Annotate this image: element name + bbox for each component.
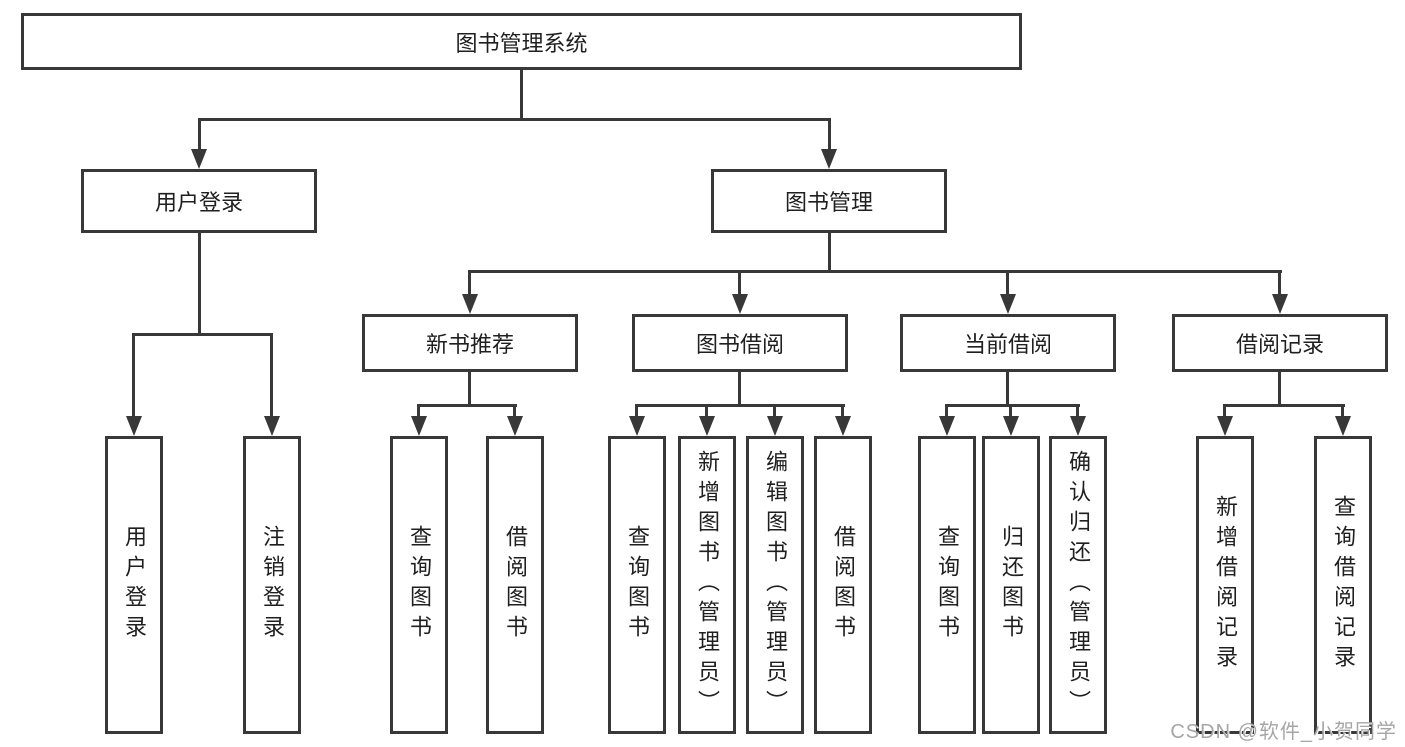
node-user-login: 用户登录 — [81, 169, 317, 233]
leaf-borrow-book: 借阅图书 — [486, 436, 544, 734]
node-book-management: 图书管理 — [711, 169, 947, 233]
connector-bookmgmt-drop — [828, 233, 831, 273]
leaf-query-book: 查询图书 — [608, 436, 666, 734]
connector-newbook-drop — [468, 372, 471, 407]
node-root: 图书管理系统 — [21, 13, 1022, 70]
connector-stub — [1223, 404, 1226, 418]
connector-stub — [1076, 404, 1079, 418]
arrowhead — [1000, 294, 1016, 314]
node-borrow-record: 借阅记录 — [1172, 314, 1388, 372]
connector-userlogin-rail — [132, 333, 273, 336]
connector-stub — [417, 404, 420, 418]
node-current-borrow: 当前借阅 — [900, 314, 1116, 372]
arrowhead — [462, 294, 478, 314]
arrowhead — [126, 416, 142, 436]
connector-currentborrow-rail — [945, 404, 1080, 407]
arrowhead — [264, 416, 280, 436]
connector-bookborrow-rail — [635, 404, 845, 407]
arrowhead — [411, 416, 427, 436]
connector-stub — [1006, 270, 1009, 297]
connector-borrowrecord-rail — [1223, 404, 1345, 407]
leaf-add-book-admin: 新增图书（管理员） — [678, 436, 736, 734]
connector-borrowrecord-drop — [1278, 372, 1281, 407]
csdn-watermark: CSDN @软件_小贺同学 — [1170, 721, 1397, 743]
connector-stub — [738, 270, 741, 297]
connector-stub — [132, 333, 135, 419]
leaf-edit-book-admin: 编辑图书（管理员） — [746, 436, 804, 734]
arrowhead — [1335, 416, 1351, 436]
leaf-query-borrow-record: 查询借阅记录 — [1314, 436, 1372, 734]
leaf-add-borrow-record: 新增借阅记录 — [1196, 436, 1254, 734]
node-book-borrow: 图书借阅 — [632, 314, 848, 372]
connector-level2-rail — [198, 118, 831, 121]
arrowhead — [939, 416, 955, 436]
connector-stub — [270, 333, 273, 419]
connector-currentborrow-drop — [1006, 372, 1009, 407]
arrowhead — [835, 416, 851, 436]
leaf-query-book: 查询图书 — [918, 436, 976, 734]
arrowhead — [507, 416, 523, 436]
connector-stub — [1278, 270, 1281, 297]
arrowhead — [1272, 294, 1288, 314]
arrowhead — [191, 149, 207, 169]
arrowhead — [821, 149, 837, 169]
connector-stub — [828, 118, 831, 152]
leaf-confirm-return-admin: 确认归还（管理员） — [1049, 436, 1107, 734]
connector-stub — [468, 270, 471, 297]
arrowhead — [1003, 416, 1019, 436]
connector-stub — [635, 404, 638, 418]
leaf-user-login: 用户登录 — [105, 436, 163, 734]
connector-stub — [841, 404, 844, 418]
connector-stub — [773, 404, 776, 418]
connector-userlogin-drop — [198, 233, 201, 336]
connector-stub — [945, 404, 948, 418]
connector-stub — [513, 404, 516, 418]
arrowhead — [699, 416, 715, 436]
connector-bookborrow-drop — [738, 372, 741, 407]
arrowhead — [1070, 416, 1086, 436]
arrowhead — [767, 416, 783, 436]
leaf-return-book: 归还图书 — [982, 436, 1040, 734]
connector-root-drop — [520, 68, 523, 120]
leaf-borrow-book: 借阅图书 — [814, 436, 872, 734]
connector-stub — [1341, 404, 1344, 418]
connector-level3-rail — [468, 270, 1282, 273]
leaf-query-book: 查询图书 — [390, 436, 448, 734]
arrowhead — [1217, 416, 1233, 436]
connector-stub — [705, 404, 708, 418]
connector-stub — [198, 118, 201, 152]
connector-stub — [1009, 404, 1012, 418]
arrowhead — [732, 294, 748, 314]
connector-newbook-rail — [417, 404, 517, 407]
node-new-book-recommend: 新书推荐 — [362, 314, 578, 372]
leaf-logout: 注销登录 — [243, 436, 301, 734]
arrowhead — [629, 416, 645, 436]
